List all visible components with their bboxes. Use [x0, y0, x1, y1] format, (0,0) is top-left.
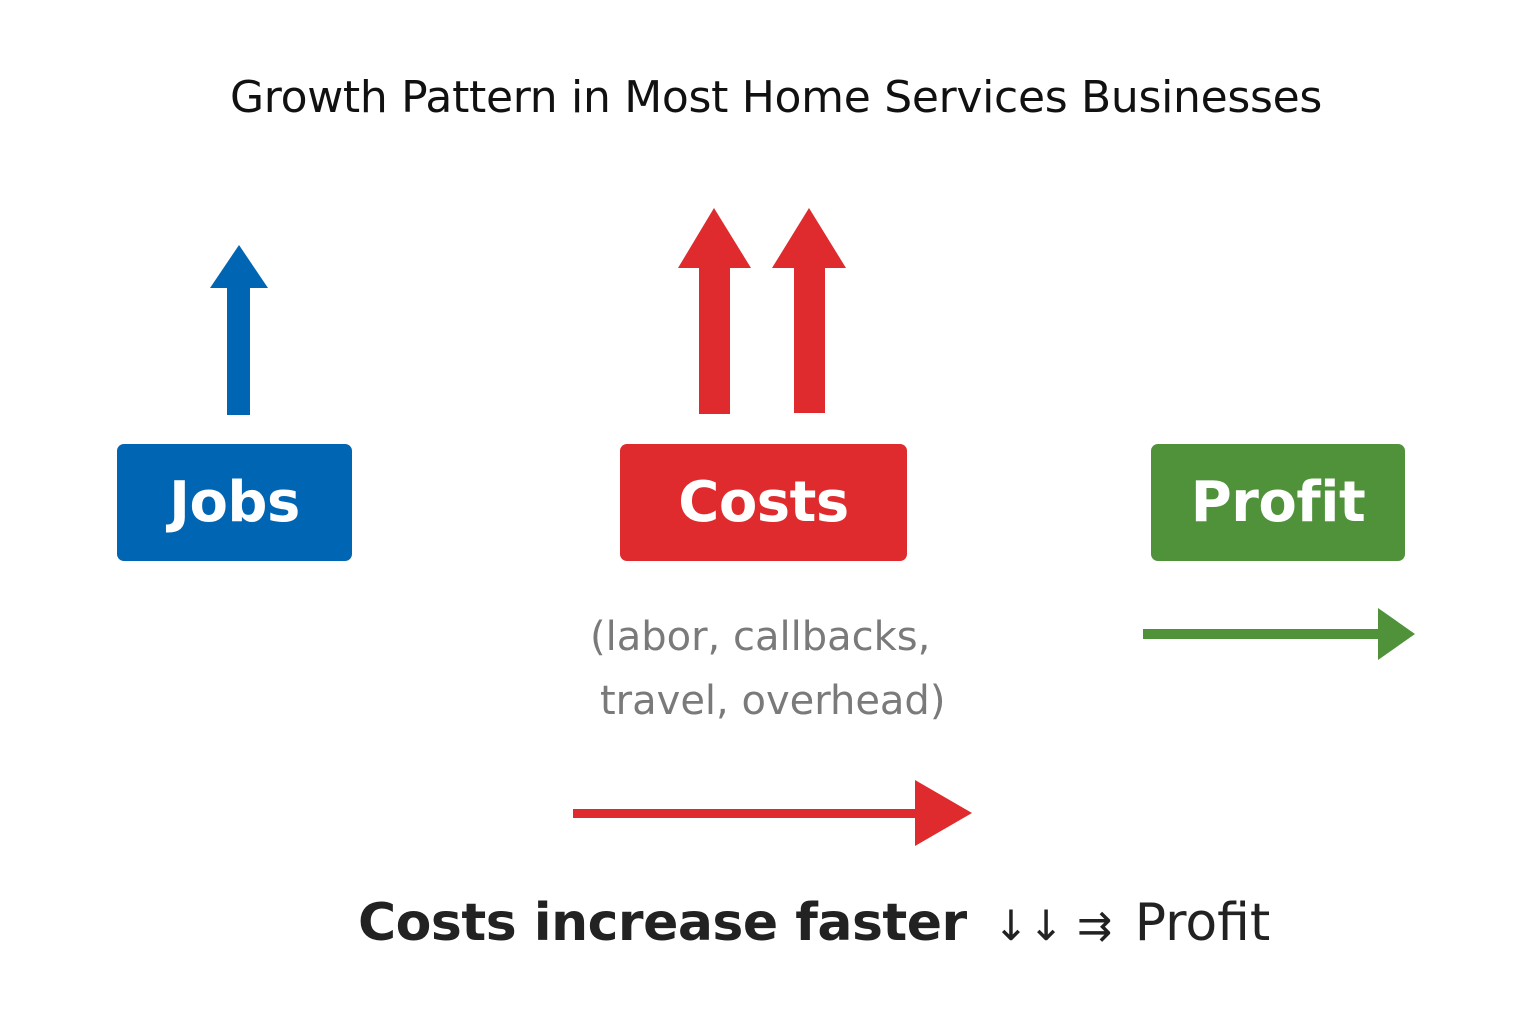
costs-box: Costs	[620, 444, 907, 561]
conclusion-result: Profit	[1134, 893, 1271, 953]
costs-label: Costs	[678, 470, 849, 535]
costs-detail-line1: (labor, callbacks,	[590, 614, 931, 660]
conclusion-statement: Costs increase faster ↓↓ ⇉ Profit	[358, 893, 1270, 953]
jobs-up-arrow-icon	[210, 245, 268, 415]
jobs-box: Jobs	[117, 444, 352, 561]
costs-right-arrow-icon	[573, 780, 972, 846]
profit-box: Profit	[1151, 444, 1405, 561]
profit-label: Profit	[1190, 470, 1366, 535]
conclusion-text: Costs increase faster	[358, 893, 967, 953]
costs-double-up-arrow-icon	[678, 208, 846, 414]
diagram-title: Growth Pattern in Most Home Services Bus…	[230, 72, 1323, 123]
costs-detail-line2: travel, overhead)	[600, 678, 946, 724]
costs-detail: (labor, callbacks, travel, overhead)	[590, 605, 990, 733]
down-arrows-implies-icon: ↓↓ ⇉	[993, 901, 1113, 950]
jobs-label: Jobs	[169, 470, 300, 535]
profit-flat-arrow-icon	[1143, 608, 1415, 660]
